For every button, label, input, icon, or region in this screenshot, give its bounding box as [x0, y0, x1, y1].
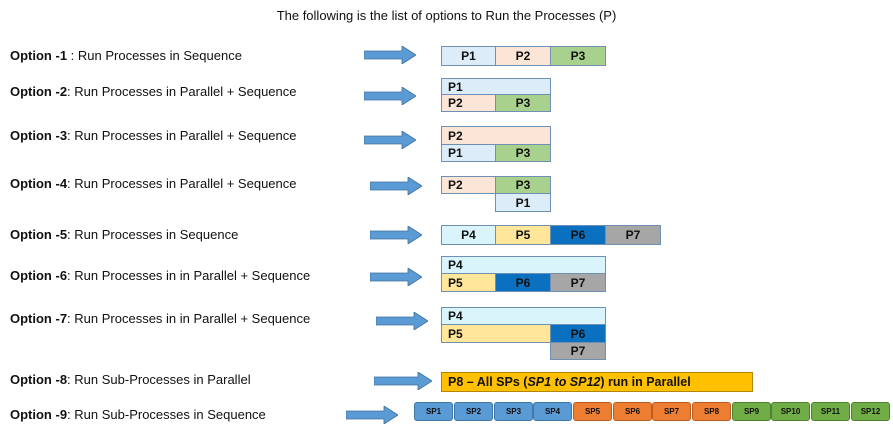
sp4-box: SP4 — [533, 402, 572, 421]
option-9-label: Option -9: Run Sub-Processes in Sequence — [10, 407, 266, 422]
option-5-label: Option -5: Run Processes in Sequence — [10, 227, 238, 242]
p8-banner-lead: P8 – All SPs ( — [448, 375, 528, 389]
option-8-p8-banner: P8 – All SPs (SP1 to SP12) run in Parall… — [441, 372, 753, 392]
option-6-p4-box: P4 — [441, 256, 606, 274]
page-title: The following is the list of options to … — [276, 8, 617, 23]
sp5-box: SP5 — [573, 402, 612, 421]
option-2-name: Option -2 — [10, 84, 68, 99]
right-arrow-icon — [364, 131, 416, 149]
option-4-p1-box: P1 — [495, 193, 551, 212]
sp2-box: SP2 — [454, 402, 493, 421]
sp9-box: SP9 — [732, 402, 771, 421]
option-7-p7-box: P7 — [550, 342, 606, 360]
option-9-name: Option -9 — [10, 407, 68, 422]
option-2-p2-box: P2 — [441, 94, 496, 112]
option-3-name: Option -3 — [10, 128, 68, 143]
p8-banner-range: SP1 to SP12 — [527, 375, 601, 389]
right-arrow-icon — [370, 226, 422, 244]
sp11-box: SP11 — [811, 402, 850, 421]
option-6-p5-box: P5 — [441, 273, 496, 292]
option-8-name: Option -8 — [10, 372, 68, 387]
sp12-box: SP12 — [851, 402, 890, 421]
option-4-desc: : Run Processes in Parallel + Sequence — [67, 176, 297, 191]
right-arrow-icon — [370, 177, 422, 195]
option-1-p2-box: P2 — [495, 46, 551, 66]
right-arrow-icon — [364, 46, 416, 64]
option-1-label: Option -1 : Run Processes in Sequence — [10, 48, 242, 63]
option-2-p1-box: P1 — [441, 78, 551, 95]
option-9-desc: : Run Sub-Processes in Sequence — [67, 407, 266, 422]
option-6-name: Option -6 — [10, 268, 68, 283]
option-4-name: Option -4 — [10, 176, 68, 191]
option-1-name: Option -1 — [10, 48, 68, 63]
option-3-desc: : Run Processes in Parallel + Sequence — [67, 128, 297, 143]
option-5-p6-box: P6 — [550, 225, 606, 245]
option-5-name: Option -5 — [10, 227, 68, 242]
option-7-p4-box: P4 — [441, 307, 606, 325]
option-4-p3-box: P3 — [495, 176, 551, 194]
option-8-desc: : Run Sub-Processes in Parallel — [67, 372, 251, 387]
option-7-p6-box: P6 — [550, 324, 606, 343]
sp6-box: SP6 — [613, 402, 652, 421]
option-5-p4-box: P4 — [441, 225, 496, 245]
right-arrow-icon — [346, 406, 398, 424]
right-arrow-icon — [374, 372, 432, 390]
sp8-box: SP8 — [692, 402, 731, 421]
option-5-p7-box: P7 — [605, 225, 661, 245]
sp3-box: SP3 — [494, 402, 533, 421]
p8-banner-tail: ) run in Parallel — [600, 375, 691, 389]
sp10-box: SP10 — [771, 402, 810, 421]
right-arrow-icon — [364, 87, 416, 105]
option-1-desc: : Run Processes in Sequence — [67, 48, 242, 63]
option-2-p3-box: P3 — [495, 94, 551, 112]
option-1-p3-box: P3 — [550, 46, 606, 66]
option-5-p5-box: P5 — [495, 225, 551, 245]
sp1-box: SP1 — [414, 402, 453, 421]
option-4-label: Option -4: Run Processes in Parallel + S… — [10, 176, 296, 191]
right-arrow-icon — [376, 312, 428, 330]
sp7-box: SP7 — [652, 402, 691, 421]
option-2-label: Option -2: Run Processes in Parallel + S… — [10, 84, 296, 99]
option-6-p7-box: P7 — [550, 273, 606, 292]
option-3-p2-box: P2 — [441, 126, 551, 145]
option-7-p5-box: P5 — [441, 324, 551, 343]
option-7-desc: : Run Processes in in Parallel + Sequenc… — [67, 311, 311, 326]
option-6-desc: : Run Processes in in Parallel + Sequenc… — [67, 268, 311, 283]
option-3-label: Option -3: Run Processes in Parallel + S… — [10, 128, 296, 143]
right-arrow-icon — [370, 268, 422, 286]
option-7-label: Option -7: Run Processes in in Parallel … — [10, 311, 310, 326]
option-2-desc: : Run Processes in Parallel + Sequence — [67, 84, 297, 99]
option-1-p1-box: P1 — [441, 46, 496, 66]
option-7-name: Option -7 — [10, 311, 68, 326]
option-3-p3-box: P3 — [495, 144, 551, 162]
option-5-desc: : Run Processes in Sequence — [67, 227, 239, 242]
option-6-p6-box: P6 — [495, 273, 551, 292]
option-6-label: Option -6: Run Processes in in Parallel … — [10, 268, 310, 283]
option-4-p2-box: P2 — [441, 176, 496, 194]
option-3-p1-box: P1 — [441, 144, 496, 162]
option-8-label: Option -8: Run Sub-Processes in Parallel — [10, 372, 251, 387]
